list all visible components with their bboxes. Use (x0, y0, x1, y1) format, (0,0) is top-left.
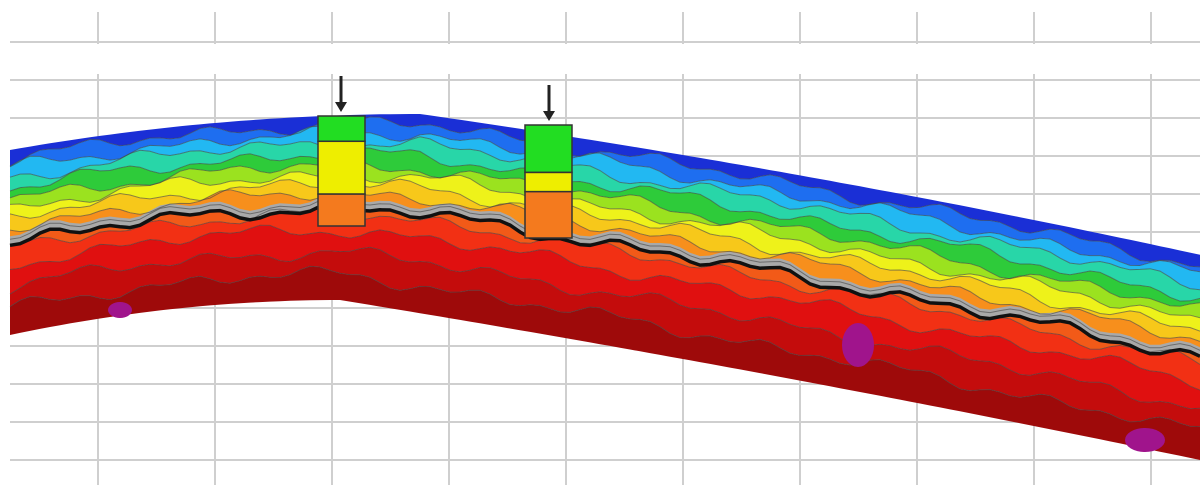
contour-line (9, 136, 1200, 291)
hotspot (108, 302, 132, 318)
blank-band (0, 44, 1200, 74)
contour-line (9, 147, 1200, 302)
layer-1 (10, 114, 1200, 267)
well-segment-orange (317, 193, 366, 227)
contour-lines (9, 116, 1200, 428)
contour-line (9, 116, 1200, 268)
stratigraphic-layers (10, 114, 1200, 460)
well-arrow-head (335, 102, 347, 112)
well-segment-orange (524, 190, 573, 239)
contour-line (9, 125, 1200, 273)
well-2 (524, 85, 573, 239)
contour-line (9, 246, 1200, 410)
contour-line (9, 171, 1200, 319)
well-segment-green (524, 124, 573, 174)
contour-line (9, 158, 1200, 307)
contour-line (9, 196, 1200, 351)
well-arrow-head (543, 111, 555, 121)
layer-11 (10, 207, 1200, 390)
well-segment-green (317, 115, 366, 143)
contour-line (9, 265, 1200, 428)
contour-line (9, 189, 1200, 342)
well-columns (317, 76, 573, 239)
key-horizon-line (9, 200, 1200, 358)
contour-line (9, 224, 1200, 391)
layer-3 (10, 126, 1200, 290)
contour-line (9, 178, 1200, 332)
hotspot (842, 323, 874, 367)
well-1 (317, 76, 366, 227)
layer-13 (10, 247, 1200, 427)
hotspot (1125, 428, 1165, 452)
layer-7 (10, 171, 1200, 332)
well-segment-yellow (317, 140, 366, 195)
well-segment-yellow (524, 171, 573, 193)
hotspots (108, 302, 1165, 452)
